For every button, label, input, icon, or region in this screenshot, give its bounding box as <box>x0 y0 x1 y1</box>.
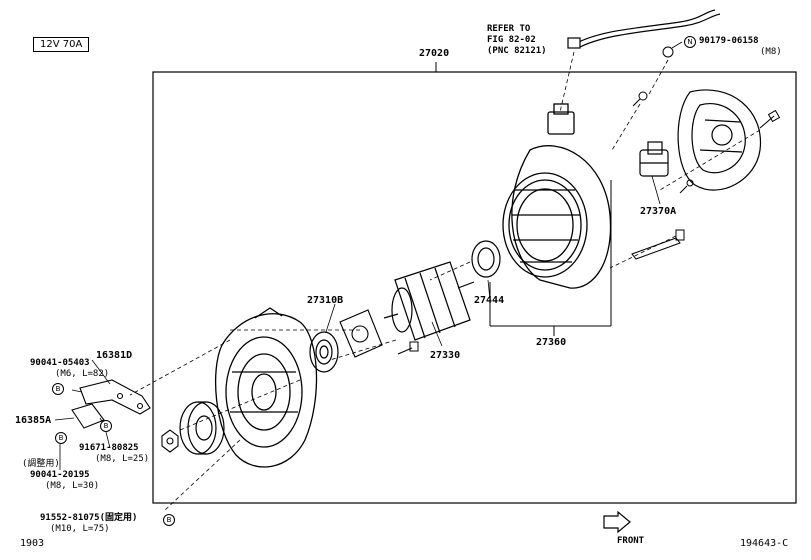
rear-bearing <box>471 240 501 278</box>
part-16381d-label[interactable]: 16381D <box>96 350 133 361</box>
left-brackets <box>71 379 151 429</box>
rotor-screw <box>397 341 419 355</box>
part-27370a-label[interactable]: 27370A <box>640 206 677 217</box>
rear-frame <box>502 103 612 289</box>
front-label: FRONT <box>617 536 645 546</box>
part-27330-label[interactable]: 27330 <box>430 350 461 361</box>
small-screws <box>632 46 694 194</box>
part-91552-81075-spec: (M10, L=75) <box>50 524 110 534</box>
label-leaders <box>54 41 683 521</box>
part-90041-20195-spec: (M8, L=30) <box>45 481 100 491</box>
rotor <box>383 261 475 341</box>
figure-id: 194643-C <box>740 538 789 549</box>
cover-screw <box>759 109 781 129</box>
part-90041-20195-note: (調整用) <box>22 459 60 469</box>
part-91552-81075-label[interactable]: 91552-81075(固定用) <box>40 513 138 523</box>
part-90179-06158-spec: (M8) <box>760 47 782 57</box>
part-91671-80825-label[interactable]: 91671-80825 <box>79 443 139 453</box>
part-91671-80825-spec: (M8, L=25) <box>95 454 150 464</box>
refer-note-line1: REFER TO <box>487 24 531 34</box>
part-90179-06158-label[interactable]: 90179-06158 <box>699 36 759 46</box>
wire-harness <box>567 9 721 49</box>
part-90041-05403-label[interactable]: 90041-05403 <box>30 358 90 368</box>
part-16385a-label[interactable]: 16385A <box>15 415 52 426</box>
front-arrow <box>603 510 631 534</box>
badge-b-4: B <box>163 514 175 526</box>
front-frame <box>214 307 318 468</box>
part-27444-label[interactable]: 27444 <box>474 295 505 306</box>
spacer-plate <box>339 309 383 358</box>
front-bearing <box>309 331 339 373</box>
badge-b-3: B <box>55 432 67 444</box>
refer-note-line2[interactable]: FIG 82-02 <box>487 35 536 45</box>
part-27360-label[interactable]: 27360 <box>536 337 567 348</box>
assembly-number-label[interactable]: 27020 <box>419 48 450 59</box>
part-27310b-label[interactable]: 27310B <box>307 295 344 306</box>
pulley-nut <box>161 429 179 453</box>
badge-b-2: B <box>100 420 112 432</box>
part-90041-20195-label[interactable]: 90041-20195 <box>30 470 90 480</box>
brush-holder <box>639 141 669 177</box>
part-90041-05403-spec: (M6, L=82) <box>55 369 110 379</box>
badge-n: N <box>684 36 696 48</box>
spec-tag: 12V 70A <box>33 37 90 52</box>
assembly-frame <box>152 71 797 504</box>
through-bolt <box>631 229 685 260</box>
rear-cover <box>677 89 762 191</box>
refer-note-line3: (PNC 82121) <box>487 46 547 56</box>
stator-set-bracket <box>489 180 612 336</box>
dashed-leaders <box>129 51 761 511</box>
badge-b-1: B <box>52 383 64 395</box>
footer-left-code: 1903 <box>20 538 45 549</box>
pulley <box>179 401 225 455</box>
